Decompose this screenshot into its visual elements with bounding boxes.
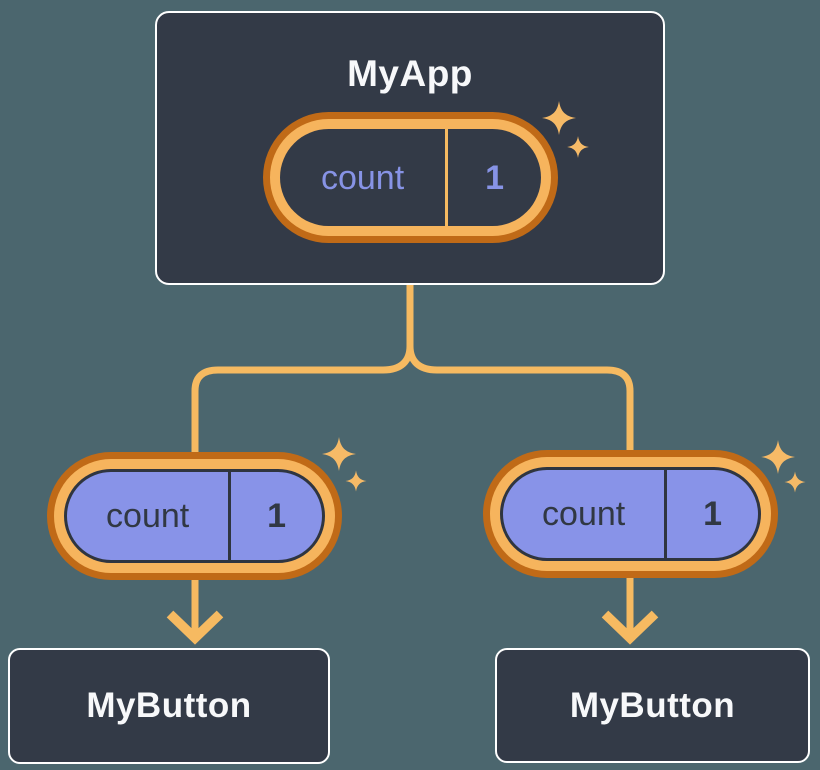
mybutton-title: MyButton	[569, 685, 736, 725]
mybutton-node-left: MyButton	[8, 648, 330, 764]
pill-label: count	[542, 495, 626, 533]
mybutton-title: MyButton	[86, 686, 252, 725]
sparkle-icon	[784, 471, 806, 493]
pill-label: count	[106, 497, 190, 535]
connector-root-to-right	[406, 280, 634, 457]
arrow-left-head	[166, 610, 224, 645]
pill-value: 1	[445, 129, 541, 226]
myapp-title: MyApp	[347, 53, 473, 94]
sparkle-icon	[322, 437, 356, 471]
sparkle-icon	[761, 440, 795, 474]
pill-value: 1	[228, 472, 322, 560]
pill-value: 1	[664, 470, 758, 558]
sparkle-icon	[345, 470, 367, 492]
prop-pill-left: count 1	[47, 452, 342, 580]
state-pill-root: count 1	[263, 112, 558, 243]
pill-ring: count 1	[54, 459, 335, 573]
pill-ring: count 1	[490, 457, 771, 571]
pill-ring: count 1	[270, 119, 551, 236]
connector-root-to-left	[191, 280, 414, 460]
prop-pill-right: count 1	[483, 450, 778, 578]
mybutton-node-right: MyButton	[495, 648, 810, 763]
pill-label: count	[320, 158, 405, 197]
arrow-right-head	[601, 610, 659, 645]
